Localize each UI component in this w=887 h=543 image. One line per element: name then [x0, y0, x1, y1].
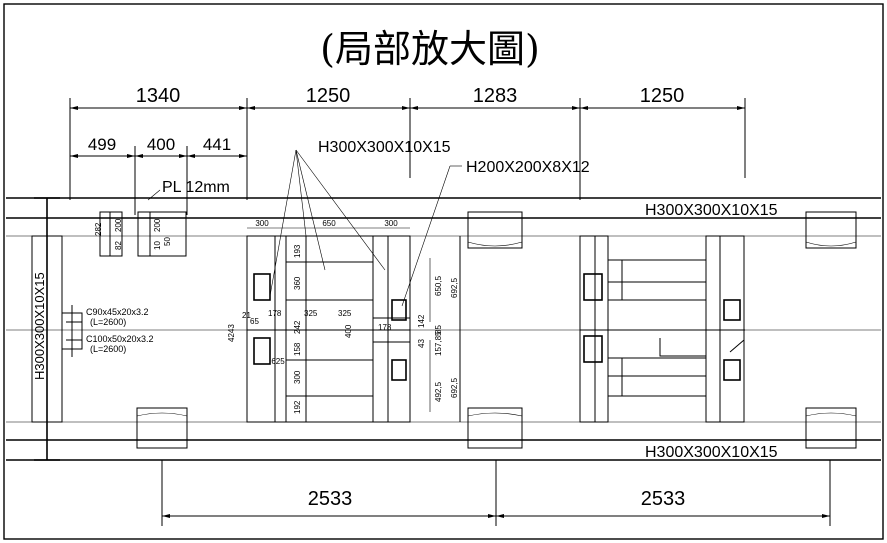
bottom-dimension-chain — [161, 460, 831, 526]
dim-85: 85 — [434, 325, 443, 334]
drawing-frame — [3, 3, 884, 540]
label-plate: PL 12mm — [162, 179, 230, 196]
dim-400: 400 — [344, 324, 353, 338]
label-channel2-length: (L=2600) — [90, 344, 126, 354]
dim-157-85: 157,85 — [434, 331, 443, 356]
dim-499: 499 — [88, 135, 116, 154]
dim-82: 82 — [114, 241, 123, 250]
dim-178-b: 178 — [378, 323, 392, 332]
dim-200-a: 200 — [114, 218, 123, 232]
dim-1250-a: 1250 — [306, 85, 351, 107]
dim-43: 43 — [417, 339, 426, 348]
label-beam-small: H200X200X8X12 — [466, 159, 590, 176]
drawing-title: (局部放大圖) — [320, 27, 540, 71]
dim-178-a: 178 — [268, 309, 282, 318]
dim-1283: 1283 — [473, 85, 518, 107]
dim-10: 10 — [153, 241, 162, 250]
dim-282: 282 — [94, 222, 103, 236]
dim-400: 400 — [147, 135, 175, 154]
top-dimension-chain — [69, 98, 746, 200]
dim-325-a: 325 — [304, 309, 318, 318]
dim-2533-a: 2533 — [308, 488, 353, 510]
label-channel1-length: (L=2600) — [90, 317, 126, 327]
dim-2533-b: 2533 — [641, 488, 686, 510]
dim-50: 50 — [163, 237, 172, 246]
dim-1250-b: 1250 — [640, 85, 685, 107]
dim-4243: 4243 — [227, 324, 236, 342]
dim-441: 441 — [203, 135, 231, 154]
dim-300-a: 300 — [255, 219, 269, 228]
dim-325-b: 325 — [338, 309, 352, 318]
center-right-members — [409, 236, 461, 422]
dim-650: 650 — [322, 219, 336, 228]
dim-692-5-b: 692,5 — [450, 377, 459, 398]
channel-detail — [61, 305, 83, 357]
dim-300-b: 300 — [384, 219, 398, 228]
dim-142: 142 — [417, 314, 426, 328]
dim-21: 21 — [242, 311, 251, 320]
dim-1340: 1340 — [136, 85, 181, 107]
dim-192: 192 — [293, 400, 302, 414]
label-beam-top-right: H300X300X10X15 — [645, 202, 778, 219]
dim-625: 625 — [271, 357, 285, 366]
dim-650-5: 650,5 — [434, 275, 443, 296]
dim-360: 360 — [293, 276, 302, 290]
dim-200-b: 200 — [153, 218, 162, 232]
plate-detail — [99, 189, 187, 257]
dim-158: 158 — [293, 342, 302, 356]
label-channel1: C90x45x20x3.2 — [86, 307, 149, 317]
sub-dimension-chain — [70, 146, 247, 215]
label-beam-main-center: H300X300X10X15 — [318, 139, 451, 156]
end-plates — [136, 211, 857, 449]
dim-65: 65 — [250, 317, 259, 326]
label-channel2: C100x50x20x3.2 — [86, 334, 154, 344]
label-column-vertical: H300X300X10X15 — [32, 272, 47, 380]
dim-242: 242 — [293, 320, 302, 334]
dim-492-5: 492,5 — [434, 381, 443, 402]
dim-692-5-a: 692,5 — [450, 277, 459, 298]
right-bay — [579, 235, 745, 423]
label-beam-bottom-right: H300X300X10X15 — [645, 444, 778, 461]
dim-193: 193 — [293, 244, 302, 258]
dim-300-c: 300 — [293, 370, 302, 384]
leader-lines — [269, 149, 462, 307]
